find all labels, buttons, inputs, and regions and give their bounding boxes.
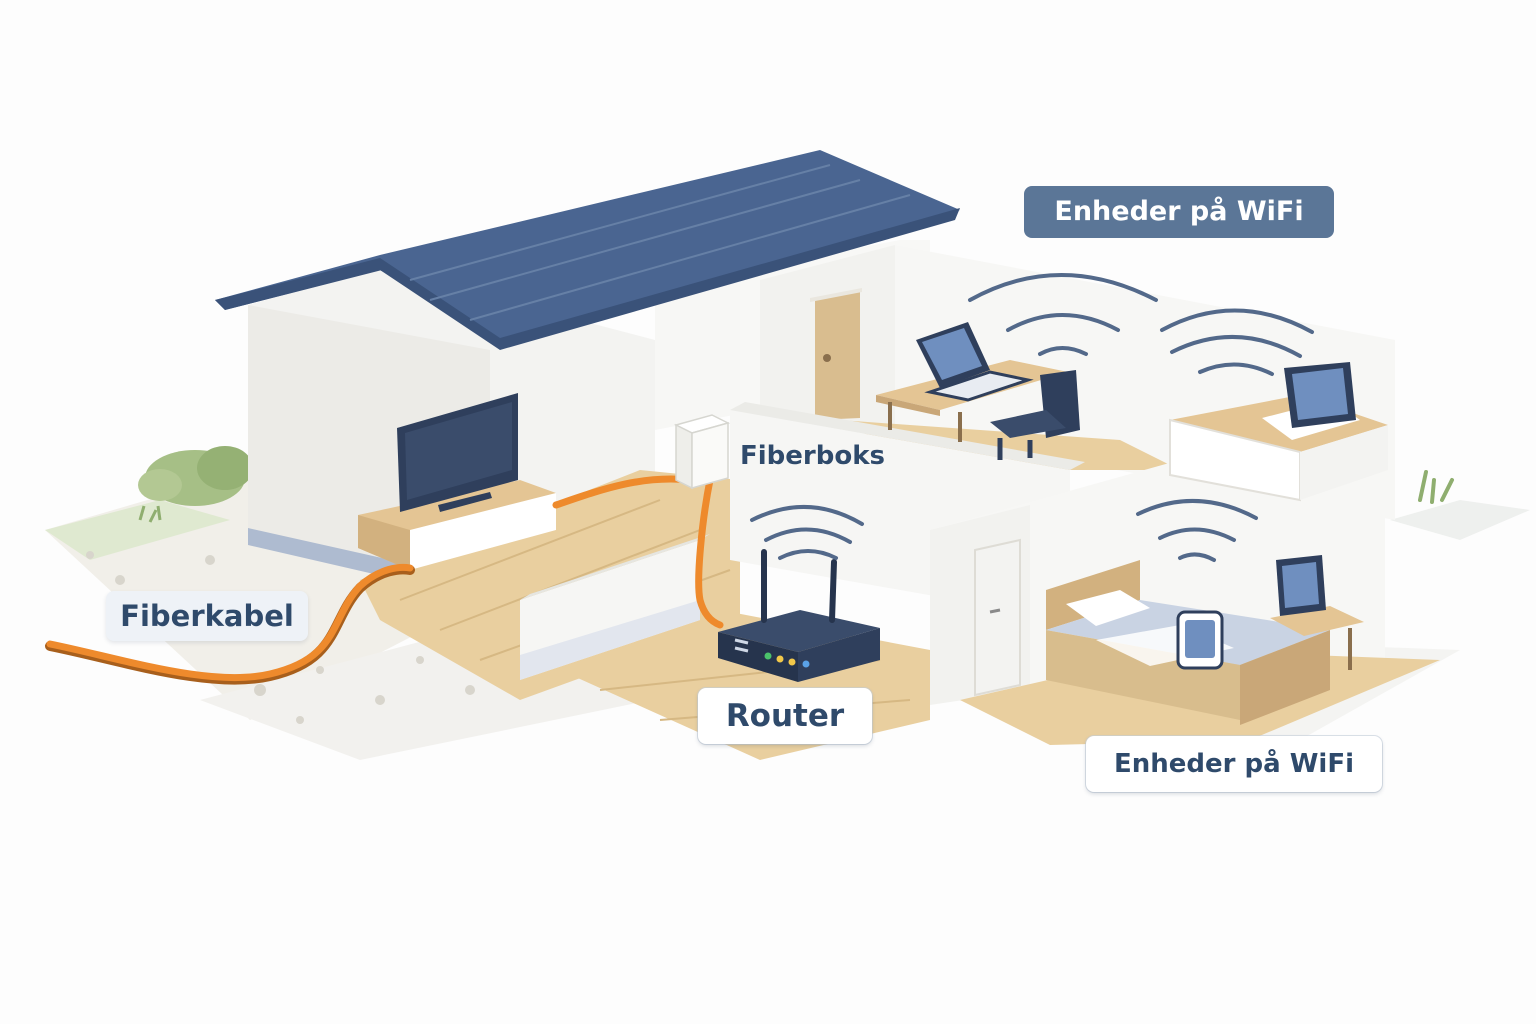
router-led-3: [788, 658, 796, 666]
router-label: Router: [698, 688, 872, 744]
router-led-1: [764, 652, 772, 660]
router-led-2: [776, 655, 784, 663]
wifi-devices-label-top: Enheder på WiFi: [1024, 186, 1334, 238]
tv: [358, 393, 556, 570]
router-led-4: [802, 660, 810, 668]
sideboard: [1169, 362, 1388, 502]
bush: [138, 446, 1454, 523]
router: [718, 549, 880, 682]
fiber-cable: [45, 475, 724, 685]
fiberkabel-label: Fiberkabel: [106, 591, 308, 641]
fiber-box: [673, 414, 731, 490]
desk: [876, 322, 1080, 460]
wifi-waves: [750, 273, 1314, 562]
fiberboks-label: Fiberboks: [740, 441, 885, 471]
wifi-devices-label-bottom: Enheder på WiFi: [1086, 736, 1382, 792]
bed: [1046, 555, 1364, 725]
